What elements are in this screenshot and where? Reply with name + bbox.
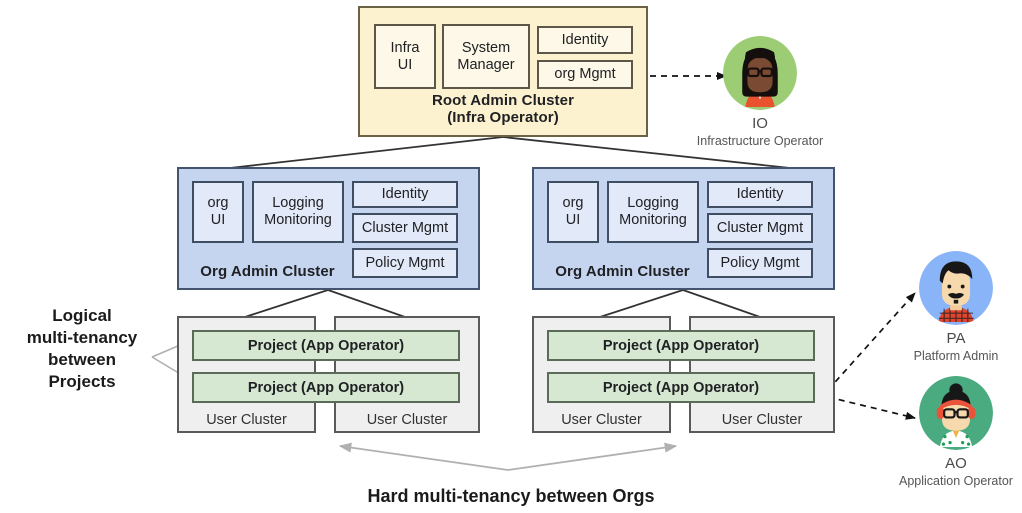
user-cluster-right-1-label: User Cluster: [561, 412, 642, 428]
persona-pa-initials: PA: [946, 330, 966, 347]
project-right-2-label: Project (App Operator): [602, 379, 760, 396]
org-left-component-logging-line2: Monitoring: [264, 212, 332, 228]
logical-tenancy-caption-line4: Projects: [48, 372, 116, 392]
org-left-component-identity[interactable]: Identity: [352, 181, 458, 208]
org-right-component-identity[interactable]: Identity: [707, 181, 813, 208]
org-right-component-policy-mgmt-label: Policy Mgmt: [720, 254, 800, 271]
root-component-system-manager-line2: Manager: [457, 56, 515, 73]
org-right-component-logging-monitoring[interactable]: Logging Monitoring: [607, 181, 699, 243]
org-admin-cluster-left-title: Org Admin Cluster: [200, 263, 335, 280]
org-left-component-org-ui[interactable]: org UI: [192, 181, 244, 243]
root-admin-cluster-title-line2: (Infra Operator): [447, 109, 559, 127]
logical-tenancy-caption-line3: between: [47, 350, 117, 370]
hard-tenancy-caption: Hard multi-tenancy between Orgs: [367, 486, 655, 506]
persona-ao[interactable]: AO Application Operator: [890, 376, 1022, 489]
root-component-identity-label: Identity: [561, 31, 609, 48]
org-left-component-identity-label: Identity: [381, 186, 429, 203]
root-component-org-mgmt[interactable]: org Mgmt: [537, 60, 633, 89]
root-component-infra-ui-line2: UI: [397, 56, 413, 73]
org-left-component-logging-line1: Logging: [272, 195, 324, 212]
root-component-system-manager[interactable]: System Manager: [442, 24, 530, 89]
org-right-component-org-ui-line1: org: [562, 195, 584, 212]
org-right-component-cluster-mgmt[interactable]: Cluster Mgmt: [707, 213, 813, 243]
org-admin-cluster-right-title: Org Admin Cluster: [555, 263, 690, 280]
project-right-1-label: Project (App Operator): [602, 337, 760, 354]
org-left-component-policy-mgmt[interactable]: Policy Mgmt: [352, 248, 458, 278]
org-right-component-logging-line2: Monitoring: [619, 212, 687, 228]
project-left-2-label: Project (App Operator): [247, 379, 405, 396]
root-component-identity[interactable]: Identity: [537, 26, 633, 54]
left-org-to-user-edges: [244, 289, 406, 318]
persona-pa-role: Platform Admin: [913, 349, 999, 363]
root-component-infra-ui-line1: Infra: [390, 39, 420, 56]
root-admin-cluster-title: Root Admin Cluster (Infra Operator): [358, 92, 648, 127]
user-cluster-left-1-label: User Cluster: [206, 412, 287, 428]
org-left-component-cluster-mgmt-label: Cluster Mgmt: [361, 219, 449, 236]
org-left-component-policy-mgmt-label: Policy Mgmt: [365, 254, 445, 271]
org-right-component-policy-mgmt[interactable]: Policy Mgmt: [707, 248, 813, 278]
project-left-1-label: Project (App Operator): [247, 337, 405, 354]
root-component-infra-ui[interactable]: Infra UI: [374, 24, 436, 89]
right-org-to-user-edges: [599, 289, 761, 318]
logical-tenancy-caption-line2: multi-tenancy: [26, 328, 138, 348]
person-glasses-dark-hair-avatar: [723, 36, 797, 110]
project-right-2[interactable]: Project (App Operator): [547, 372, 815, 403]
user-cluster-right-2-label: User Cluster: [721, 412, 803, 428]
project-right-1[interactable]: Project (App Operator): [547, 330, 815, 361]
root-component-org-mgmt-label: org Mgmt: [554, 66, 616, 83]
persona-io-initials: IO: [752, 115, 768, 132]
org-right-component-identity-label: Identity: [736, 186, 784, 203]
root-component-system-manager-line1: System: [461, 39, 511, 56]
org-right-component-cluster-mgmt-label: Cluster Mgmt: [716, 219, 804, 236]
project-left-2[interactable]: Project (App Operator): [192, 372, 460, 403]
org-left-component-logging-monitoring[interactable]: Logging Monitoring: [252, 181, 344, 243]
person-mustache-plaid-avatar: [919, 251, 993, 325]
org-left-component-cluster-mgmt[interactable]: Cluster Mgmt: [352, 213, 458, 243]
org-right-component-org-ui[interactable]: org UI: [547, 181, 599, 243]
org-right-component-logging-line1: Logging: [627, 195, 679, 212]
root-admin-cluster-title-line1: Root Admin Cluster: [431, 92, 575, 109]
hard-tenancy-arrow: [338, 442, 678, 471]
person-bun-headphones-glasses-avatar: [919, 376, 993, 450]
persona-pa[interactable]: PA Platform Admin: [890, 251, 1022, 364]
logical-tenancy-caption-line1: Logical: [52, 306, 112, 325]
org-right-component-org-ui-line2: UI: [565, 212, 581, 228]
org-left-component-org-ui-line2: UI: [210, 212, 226, 228]
logical-tenancy-caption: Logical multi-tenancy between Projects: [12, 305, 152, 393]
project-left-1[interactable]: Project (App Operator): [192, 330, 460, 361]
persona-io[interactable]: IO Infrastructure Operator: [694, 36, 826, 149]
persona-ao-initials: AO: [945, 455, 967, 472]
persona-io-role: Infrastructure Operator: [696, 134, 824, 148]
org-left-component-org-ui-line1: org: [207, 195, 229, 212]
persona-ao-role: Application Operator: [899, 474, 1013, 488]
user-cluster-left-2-label: User Cluster: [366, 412, 448, 428]
